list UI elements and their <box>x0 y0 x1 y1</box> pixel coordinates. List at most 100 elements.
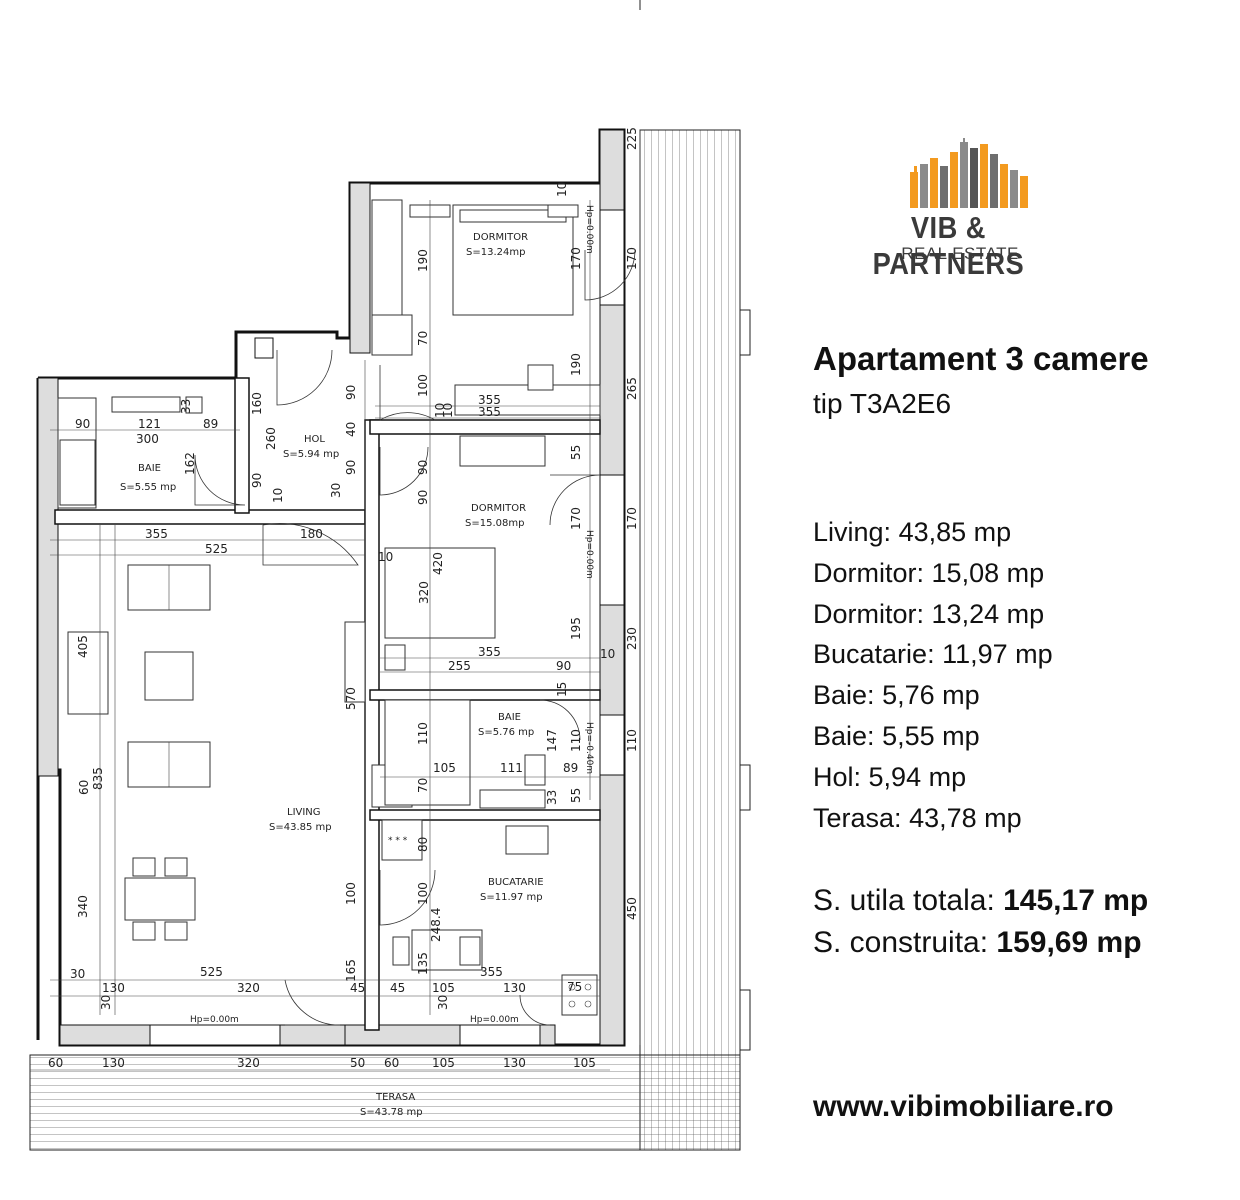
room-area: S=5.76 mp <box>478 727 534 738</box>
dimension-label: 89 <box>203 417 218 431</box>
area-row: Dormitor: 15,08 mp <box>813 553 1053 594</box>
room-name: BAIE <box>138 463 161 474</box>
dimension-label: 60 <box>384 1056 399 1070</box>
room-name: LIVING <box>287 807 321 818</box>
area-row: Baie: 5,76 mp <box>813 675 1053 716</box>
area-value: 43,78 mp <box>909 802 1022 833</box>
dimension-label: 90 <box>75 417 90 431</box>
total-label: S. construita: <box>813 926 989 959</box>
dimension-label: 100 <box>416 882 430 905</box>
area-value: 5,94 mp <box>868 761 967 792</box>
svg-text:* * *: * * * <box>388 836 408 846</box>
dimension-label: 90 <box>556 659 571 673</box>
dimension-label: 121 <box>138 417 161 431</box>
dimension-label: 320 <box>237 981 260 995</box>
dimension-label: 10 <box>600 647 615 661</box>
level-label: Hp=0.00m <box>584 530 594 579</box>
furniture: * * * <box>57 199 601 1016</box>
dimension-label: 10 <box>441 403 455 418</box>
area-row: Baie: 5,55 mp <box>813 716 1053 757</box>
area-row: Dormitor: 13,24 mp <box>813 594 1053 635</box>
dimension-label: 105 <box>573 1056 596 1070</box>
dimension-label: 255 <box>448 659 471 673</box>
dimension-label: 248.4 <box>429 908 443 942</box>
area-value: 15,08 mp <box>931 557 1045 588</box>
dimension-label: 170 <box>569 247 583 270</box>
area-value: 5,76 mp <box>882 680 980 711</box>
area-label: Dormitor: <box>813 598 925 629</box>
total-row: S. construita: 159,69 mp <box>813 922 1148 964</box>
dimension-label: 180 <box>300 527 323 541</box>
room-area: S=43.78 mp <box>360 1107 423 1118</box>
dimension-label: 105 <box>432 981 455 995</box>
dimension-label: 30 <box>70 967 85 981</box>
dimension-label: 60 <box>77 780 91 795</box>
dimension-label: 45 <box>390 981 405 995</box>
dimension-label: 105 <box>433 761 456 775</box>
listing-title: Apartament 3 camere <box>813 340 1149 377</box>
dimension-label: 525 <box>200 965 223 979</box>
area-row: Living: 43,85 mp <box>813 512 1053 553</box>
dimension-label: 162 <box>183 452 197 475</box>
area-row: Terasa: 43,78 mp <box>813 798 1053 839</box>
dimension-label: 230 <box>625 627 639 650</box>
area-value: 13,24 mp <box>931 598 1045 629</box>
dimension-label: 50 <box>350 1056 365 1070</box>
totals-block: S. utila totala: 145,17 mp S. construita… <box>813 880 1148 964</box>
dimension-label: 110 <box>416 722 430 745</box>
room-labels: DORMITOR S=13.24mp HOL S=5.94 mp BAIE S=… <box>120 232 544 1118</box>
room-name: HOL <box>304 434 325 445</box>
room-name: BUCATARIE <box>488 877 544 888</box>
dimension-label: 320 <box>237 1056 260 1070</box>
area-value: 11,97 mp <box>942 639 1053 670</box>
brand-name: VIB & PARTNERS <box>872 210 1025 281</box>
dimension-label: 130 <box>503 981 526 995</box>
area-row: Bucatarie: 11,97 mp <box>813 634 1053 675</box>
area-label: Living: <box>813 517 892 547</box>
dimension-label: 340 <box>76 895 90 918</box>
room-name: DORMITOR <box>471 503 526 514</box>
dimension-label: 525 <box>205 542 228 556</box>
dimension-label: 33 <box>545 790 559 805</box>
company-logo <box>910 138 1028 208</box>
total-value: 159,69 mp <box>996 926 1142 959</box>
dimension-label: 265 <box>625 377 639 400</box>
dimension-label: 110 <box>625 729 639 752</box>
level-labels: Hp=0.00m Hp=0.00m Hp=0.00m Hp=0.00m Hp=-… <box>190 205 594 1025</box>
dimension-label: 10 <box>433 403 447 418</box>
dimension-label: 75 <box>567 980 582 994</box>
dimension-label: 135 <box>416 952 430 975</box>
dimension-label: 355 <box>145 527 168 541</box>
dimension-label: 89 <box>563 761 578 775</box>
dimension-label: 165 <box>344 959 358 982</box>
skyline-icon <box>910 138 1028 208</box>
dimension-label: 130 <box>503 1056 526 1070</box>
room-name: BAIE <box>498 712 521 723</box>
dimension-label: 90 <box>250 473 264 488</box>
dimension-label: 450 <box>625 897 639 920</box>
dimension-label: 105 <box>432 1056 455 1070</box>
dimension-label: 10 <box>555 182 569 197</box>
room-area: S=11.97 mp <box>480 892 543 903</box>
area-label: Dormitor: <box>813 557 925 588</box>
website-link[interactable]: www.vibimobiliare.ro <box>813 1090 1114 1123</box>
dimension-label: 30 <box>99 995 113 1010</box>
room-area: S=13.24mp <box>466 247 525 258</box>
doors <box>194 249 636 1026</box>
dimension-label: 100 <box>344 882 358 905</box>
dimension-label: 355 <box>480 965 503 979</box>
dimension-label: 55 <box>569 445 583 460</box>
dimension-label: 170 <box>569 507 583 530</box>
dimension-label: 111 <box>500 761 523 775</box>
dimension-label: 70 <box>416 778 430 793</box>
dimension-label: 355 <box>478 405 501 419</box>
area-label: Terasa: <box>813 802 902 833</box>
room-name: TERASA <box>375 1092 415 1103</box>
dimension-label: 90 <box>416 490 430 505</box>
dimension-label: 80 <box>416 837 430 852</box>
dimension-label: 100 <box>416 374 430 397</box>
dimension-lines <box>30 130 641 1071</box>
listing-subtitle: tip T3A2E6 <box>813 388 952 419</box>
dimension-label: 60 <box>48 1056 63 1070</box>
dimension-label: 170 <box>625 247 639 270</box>
